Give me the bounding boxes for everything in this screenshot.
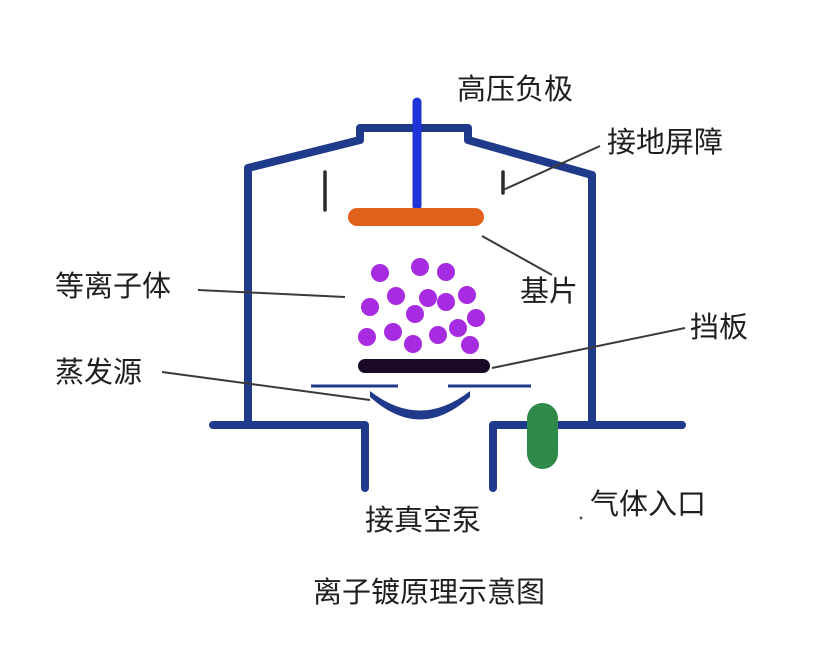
gas-inlet-marker [579,516,583,520]
label-cathode: 高压负极 [457,72,574,106]
plasma-particle [384,323,402,341]
chamber-right-wall [489,421,686,492]
plasma-particle [467,309,485,327]
source-crucible [370,391,470,420]
gas-inlet-valve [527,403,558,469]
leader-substrate [481,235,553,276]
leader-source [161,371,371,401]
baffle-plate [358,359,490,373]
leader-baffle [491,327,686,369]
plasma-particles [358,258,485,354]
plasma-particle [406,305,424,323]
plasma-particle [437,263,455,281]
label-baffle: 挡板 [690,310,749,344]
plasma-particle [411,258,429,276]
plasma-particle [358,328,376,346]
plasma-particle [429,326,447,344]
plasma-particle [387,287,405,305]
label-gas-inlet: 气体入口 [590,487,707,521]
plasma-particle [361,298,379,316]
label-substrate: 基片 [520,274,579,308]
substrate-plate [348,208,484,226]
plasma-particle [419,289,437,307]
diagram-caption: 离子镀原理示意图 [313,575,546,609]
leader-shield [502,145,601,191]
evaporation-source [311,384,531,420]
leader-plasma [197,289,346,298]
plasma-particle [371,264,389,282]
plasma-particle [404,335,422,353]
plasma-particle [437,293,455,311]
label-shield: 接地屏障 [607,125,724,159]
plasma-particle [458,286,476,304]
label-pump: 接真空泵 [365,503,482,537]
label-plasma: 等离子体 [55,269,172,303]
label-source: 蒸发源 [55,355,143,389]
plasma-particle [449,319,467,337]
plasma-particle [461,336,479,354]
leader-lines [161,145,686,401]
